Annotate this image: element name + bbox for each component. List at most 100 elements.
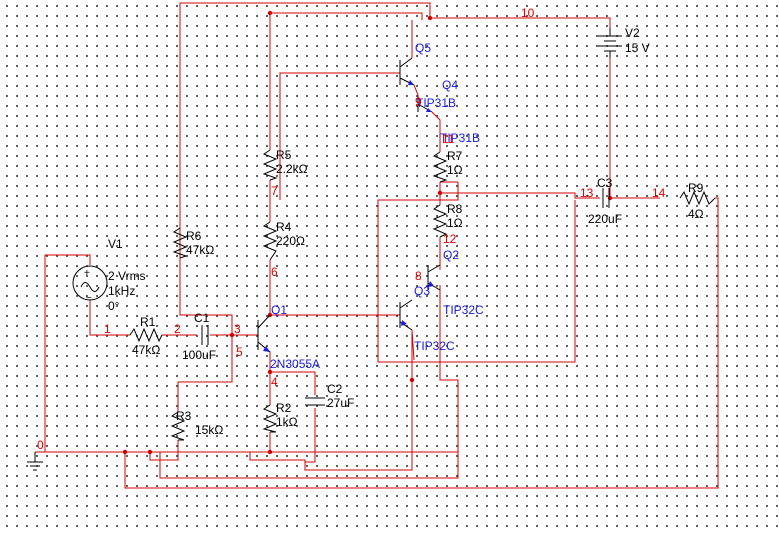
v1-ac-source[interactable]: + − bbox=[72, 265, 108, 304]
r8-resistor[interactable] bbox=[432, 204, 448, 238]
node-label-4: 4 bbox=[271, 375, 278, 389]
q3-model: TIP32C bbox=[414, 339, 455, 353]
q1-ref: Q1 bbox=[271, 303, 287, 317]
junction-dot bbox=[229, 332, 235, 338]
wire-bias-loop bbox=[377, 182, 576, 363]
c2-value: 27uF bbox=[327, 396, 354, 410]
r6-resistor[interactable] bbox=[172, 227, 188, 259]
r8-value: 1Ω bbox=[447, 216, 463, 230]
r2-ref: R2 bbox=[276, 401, 292, 415]
v2-dc-source[interactable] bbox=[598, 28, 622, 58]
r1-value: 47kΩ bbox=[132, 343, 160, 357]
q3-transistor[interactable] bbox=[399, 299, 413, 331]
wire-node3 bbox=[177, 335, 233, 412]
c3-value: 220uF bbox=[588, 212, 622, 226]
r5-value: 2.2kΩ bbox=[276, 162, 308, 176]
q5-transistor[interactable] bbox=[399, 57, 415, 86]
wire-r2-to-gnd bbox=[249, 332, 413, 471]
junction-dot bbox=[267, 369, 273, 375]
node-label-12: 12 bbox=[443, 232, 457, 246]
r9-ref: R9 bbox=[688, 181, 704, 195]
r4-ref: R4 bbox=[276, 220, 292, 234]
c1-value: 100uF bbox=[182, 348, 216, 362]
node-label-8: 8 bbox=[415, 269, 422, 283]
r1-ref: R1 bbox=[140, 315, 156, 329]
r3-value: 15kΩ bbox=[195, 423, 223, 437]
q4-model: TIP31B bbox=[440, 131, 480, 145]
q2-model: TIP32C bbox=[443, 303, 484, 317]
v1-amplitude: 2 Vrms bbox=[108, 269, 146, 283]
wire-q4-emitter bbox=[431, 111, 441, 152]
svg-text:−: − bbox=[86, 293, 92, 304]
q3-ref: Q3 bbox=[414, 284, 430, 298]
wire-q5-base bbox=[279, 72, 400, 200]
node-label-9: 9 bbox=[415, 95, 422, 109]
wire-q3-emitter bbox=[411, 329, 415, 361]
junction-dot bbox=[122, 449, 128, 455]
wire-gnd-loop bbox=[159, 452, 459, 479]
wire-q5-collector-top bbox=[270, 12, 423, 20]
junction-dot bbox=[267, 449, 273, 455]
r1-resistor[interactable] bbox=[129, 327, 163, 343]
node-label-3: 3 bbox=[234, 322, 241, 336]
wire-c2-bottom bbox=[305, 408, 316, 463]
junction-dot bbox=[437, 190, 443, 196]
c2-capacitor[interactable] bbox=[305, 397, 325, 406]
r7-ref: R7 bbox=[447, 149, 463, 163]
node-label-5: 5 bbox=[236, 345, 243, 359]
junction-dot bbox=[427, 15, 433, 21]
v2-ref: V2 bbox=[625, 26, 640, 40]
r9-resistor[interactable] bbox=[679, 190, 716, 206]
q5-ref: Q5 bbox=[415, 41, 431, 55]
v1-ref: V1 bbox=[108, 237, 123, 251]
r4-resistor[interactable] bbox=[262, 221, 278, 261]
q4-transistor[interactable] bbox=[417, 97, 433, 113]
r8-ref: R8 bbox=[447, 202, 463, 216]
c1-capacitor[interactable] bbox=[201, 325, 209, 345]
wire-top-rail bbox=[179, 2, 611, 295]
node-label-13: 13 bbox=[580, 186, 594, 200]
wire-v1-bottom bbox=[89, 300, 130, 336]
junction-dot bbox=[267, 10, 273, 16]
wire-r9-return bbox=[124, 197, 719, 489]
r6-value: 47kΩ bbox=[186, 243, 214, 257]
c3-ref: C3 bbox=[597, 176, 613, 190]
v1-frequency: 1kHz bbox=[108, 284, 135, 298]
v1-phase: 0° bbox=[108, 299, 120, 313]
node-label-2: 2 bbox=[174, 322, 181, 336]
r2-resistor[interactable] bbox=[262, 404, 278, 433]
junction-dot bbox=[147, 449, 153, 455]
r7-resistor[interactable] bbox=[432, 151, 448, 183]
r3-resistor[interactable] bbox=[170, 411, 186, 441]
node-label-7: 7 bbox=[271, 184, 278, 198]
q1-transistor[interactable] bbox=[257, 314, 271, 353]
r4-value: 220Ω bbox=[276, 234, 305, 248]
wire-r6-bottom bbox=[179, 258, 233, 335]
q2-ref: Q2 bbox=[443, 248, 459, 262]
ground-symbol bbox=[27, 452, 43, 471]
q4-ref: Q4 bbox=[442, 78, 458, 92]
wire-r3-to-gnd bbox=[149, 440, 179, 461]
node-label-11: 11 bbox=[442, 132, 455, 146]
c1-ref: C1 bbox=[194, 311, 210, 325]
r6-ref: R6 bbox=[186, 229, 202, 243]
node-label-14: 14 bbox=[652, 186, 666, 200]
junction-dot bbox=[409, 377, 415, 383]
r3-ref: R3 bbox=[176, 409, 192, 423]
c2-ref: C2 bbox=[327, 382, 343, 396]
v2-value: 15 V bbox=[625, 41, 650, 55]
q5-model: TIP31B bbox=[416, 96, 456, 110]
wire-c2-top bbox=[270, 371, 316, 395]
r5-resistor[interactable] bbox=[262, 149, 278, 181]
r5-ref: R5 bbox=[276, 148, 292, 162]
node-label-6: 6 bbox=[271, 265, 278, 279]
r2-value: 1kΩ bbox=[276, 415, 298, 429]
wire-ground-bus bbox=[35, 285, 459, 453]
junction-dot bbox=[607, 195, 613, 201]
node-label-0: 0 bbox=[37, 438, 44, 452]
q2-transistor[interactable] bbox=[427, 264, 441, 291]
c3-capacitor[interactable] bbox=[602, 188, 610, 208]
q1-model: 2N3055A bbox=[270, 357, 320, 371]
